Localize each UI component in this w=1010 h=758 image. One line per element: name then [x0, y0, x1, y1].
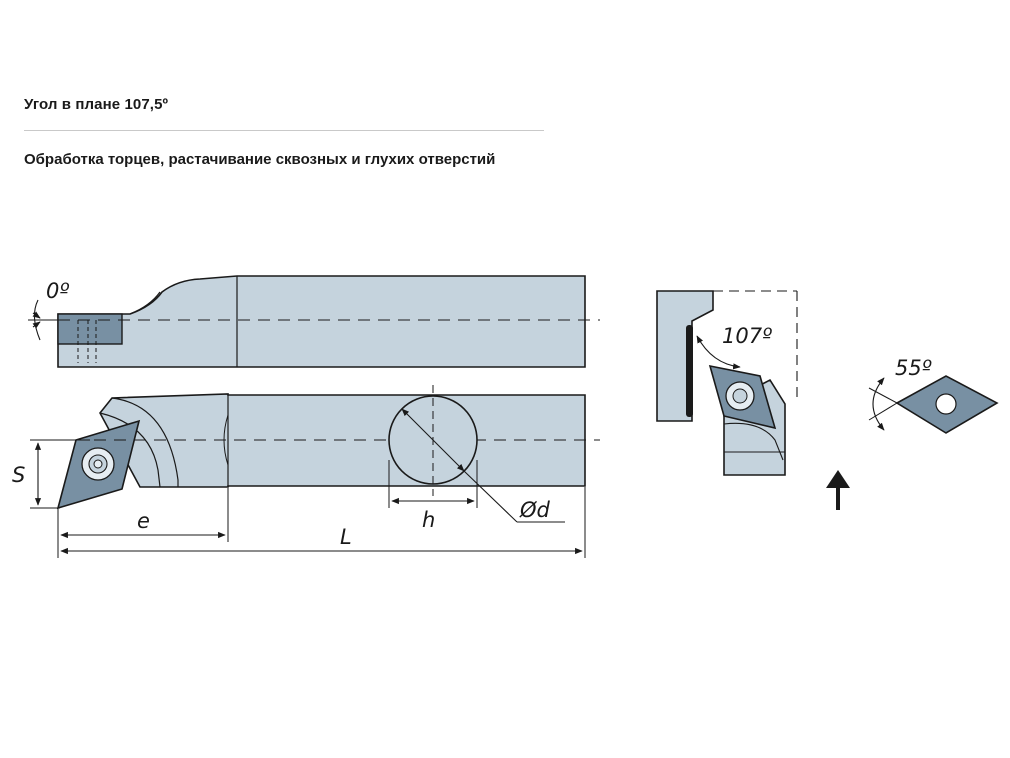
approach-angle-label: 107º — [722, 324, 772, 348]
page-title: Угол в плане 107,5º — [24, 96, 169, 113]
insert-hole — [935, 393, 957, 415]
approach-view: 107º — [656, 290, 850, 510]
feed-arrow-head-icon — [826, 470, 850, 488]
insert-angle-label: 55º — [895, 356, 932, 380]
workpiece — [656, 290, 714, 422]
offset-label: S — [12, 463, 25, 487]
top-insert — [57, 313, 123, 345]
shank-height-label: h — [422, 508, 435, 532]
divider — [24, 130, 544, 131]
page-subtitle: Обработка торцев, растачивание сквозных … — [24, 151, 496, 168]
insert-shape: 55º — [868, 356, 999, 434]
top-view: 0º — [28, 275, 600, 368]
lead-angle-label: 0º — [46, 279, 69, 303]
dimensions: S e L h — [12, 439, 586, 558]
side-view: Ød — [34, 385, 600, 523]
top-bar-body — [57, 275, 586, 368]
edge-distance-label: e — [137, 509, 150, 533]
total-length-label: L — [340, 525, 352, 549]
diameter-label: Ød — [519, 498, 551, 522]
